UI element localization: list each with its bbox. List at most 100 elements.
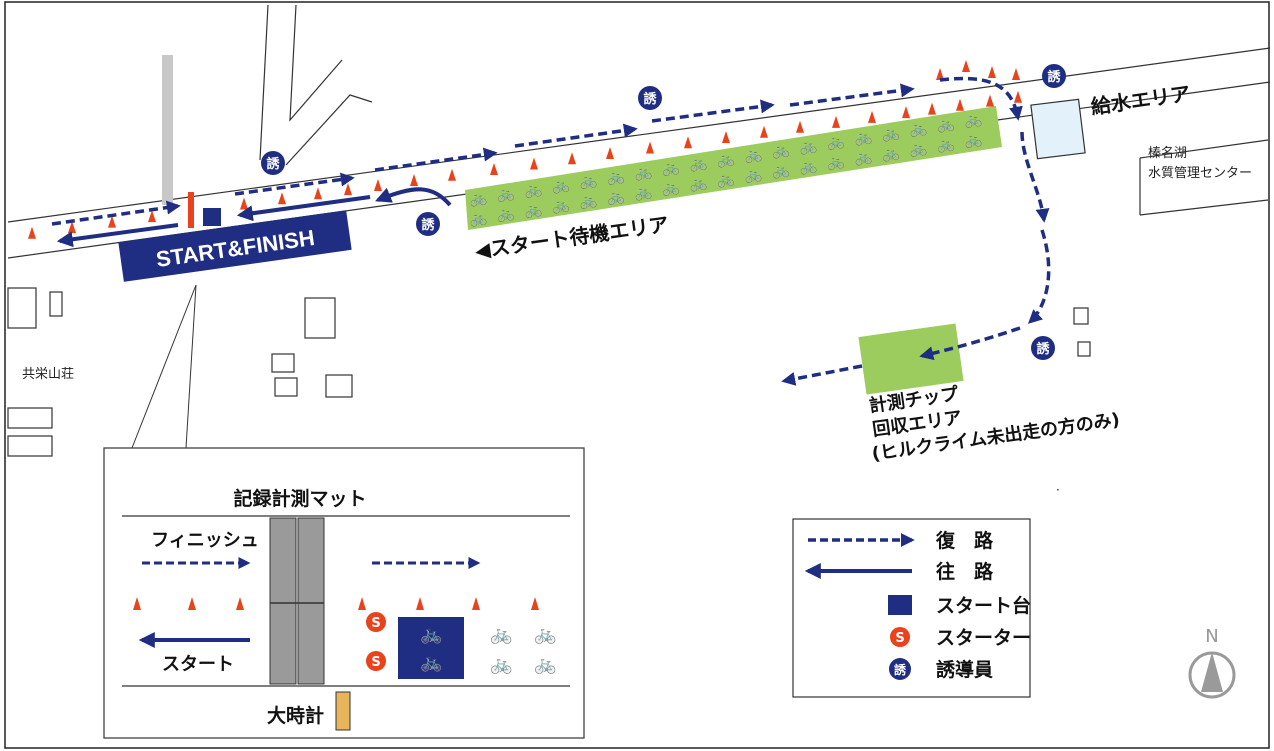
waiting-bike: 🚲	[716, 171, 735, 189]
return-arrow-9	[1027, 229, 1051, 324]
waiting-bike: 🚲	[633, 164, 652, 182]
waiting-bike: 🚲	[936, 116, 955, 134]
cone	[928, 102, 936, 115]
waiting-bike: 🚲	[523, 181, 542, 199]
waiting-bike: 🚲	[853, 129, 872, 147]
cone	[68, 221, 76, 234]
cone	[606, 146, 614, 159]
waiting-bike: 🚲	[578, 172, 597, 190]
guide-badge-2: 誘	[416, 212, 440, 236]
legend-return-label: 復 路	[935, 529, 994, 552]
svg-text:誘: 誘	[266, 156, 280, 172]
guide-badge-5: 誘	[1031, 336, 1055, 360]
cone	[760, 125, 768, 138]
building-7	[7, 407, 53, 429]
north-label: N	[1205, 626, 1218, 647]
cone	[148, 210, 156, 223]
inset-cone	[358, 597, 366, 610]
building-1	[7, 287, 37, 329]
outbound-arrow-3	[375, 187, 452, 207]
center-road-bottom	[1139, 199, 1269, 216]
cone	[278, 192, 286, 205]
legend-platform-symbol	[888, 595, 912, 615]
guide-badges: 誘 誘 誘 誘 誘	[261, 64, 1066, 360]
svg-text:S: S	[895, 631, 904, 646]
mat-title: 記録計測マット	[233, 487, 366, 510]
center-label-line1: 榛名湖	[1148, 145, 1187, 161]
inset-start-platform	[398, 617, 464, 679]
waiting-bike: 🚲	[826, 133, 845, 151]
cone	[1012, 68, 1020, 80]
cone	[314, 187, 322, 200]
inset-frame	[103, 447, 585, 739]
return-arrow-8	[1020, 131, 1050, 223]
legend-starter-label: スターター	[936, 627, 1031, 649]
waiting-bike: 🚲	[771, 142, 790, 160]
platform-bike: 🚲	[420, 624, 442, 645]
cone	[868, 110, 876, 123]
stray-mark: ·	[1056, 483, 1060, 497]
side-road-west	[259, 4, 269, 161]
return-arrow-7	[939, 76, 1023, 121]
queued-bike: 🚲	[534, 624, 556, 645]
water-area-box	[1030, 98, 1086, 160]
cone	[962, 60, 970, 72]
building-2	[49, 291, 63, 317]
building-4	[271, 353, 295, 373]
inset-cone	[416, 597, 424, 610]
waiting-bike: 🚲	[743, 146, 762, 164]
lodge-label: 共栄山荘	[22, 367, 74, 382]
waiting-bike: 🚲	[771, 162, 790, 180]
guide-badge-4: 誘	[1042, 64, 1066, 88]
cone	[568, 152, 576, 165]
guide-badge-1: 誘	[261, 151, 285, 175]
queued-bike: 🚲	[490, 624, 512, 645]
cone	[28, 226, 36, 239]
inset-cone	[236, 597, 244, 610]
waiting-bike: 🚲	[496, 186, 515, 204]
waiting-bikes: 🚲🚲🚲🚲🚲🚲🚲🚲🚲🚲🚲🚲🚲🚲🚲🚲🚲🚲🚲🚲🚲🚲🚲🚲🚲🚲🚲🚲🚲🚲🚲🚲🚲🚲🚲🚲🚲🚲	[468, 112, 982, 229]
cone	[684, 136, 692, 149]
center-road-top	[1139, 139, 1269, 159]
return-arrow-6	[789, 83, 915, 107]
cone	[530, 157, 538, 170]
queued-bike: 🚲	[490, 654, 512, 675]
cone	[448, 168, 456, 181]
inset-cone	[133, 597, 141, 610]
cone	[986, 94, 994, 107]
finish-line-marker	[188, 192, 194, 228]
waiting-bike: 🚲	[551, 177, 570, 195]
waiting-bike: 🚲	[606, 168, 625, 186]
building-9	[1073, 307, 1089, 325]
waiting-bike: 🚲	[688, 175, 707, 193]
cone	[490, 162, 498, 175]
start-platform	[203, 208, 221, 226]
waiting-bike: 🚲	[881, 125, 900, 143]
inset-cone	[472, 597, 480, 610]
waiting-bike: 🚲	[881, 145, 900, 163]
svg-text:S: S	[371, 655, 380, 670]
svg-text:誘: 誘	[421, 217, 435, 233]
buildings	[7, 287, 1091, 457]
center-label-line2: 水質管理センター	[1148, 166, 1252, 181]
waiting-bike: 🚲	[963, 132, 982, 150]
side-road-branch	[285, 94, 373, 166]
building-10	[1077, 341, 1091, 357]
building-3	[304, 297, 336, 339]
north-arrow: N	[1188, 626, 1236, 699]
starter-badge-2: S	[366, 651, 386, 671]
waiting-bike: 🚲	[853, 149, 872, 167]
waiting-bike: 🚲	[798, 138, 817, 156]
outbound-route	[56, 187, 452, 248]
start-direction-label: スタート	[162, 654, 234, 675]
cone	[410, 174, 418, 187]
inset-cone	[188, 597, 196, 610]
legend-platform-label: スタート台	[936, 594, 1031, 617]
legend-starter-symbol: S	[890, 627, 910, 647]
course-cones	[28, 60, 1022, 239]
waiting-bike: 🚲	[826, 153, 845, 171]
waiting-bike: 🚲	[606, 188, 625, 206]
svg-text:誘: 誘	[643, 91, 657, 107]
big-clock-label: 大時計	[267, 704, 324, 727]
return-arrow-5	[651, 99, 775, 123]
